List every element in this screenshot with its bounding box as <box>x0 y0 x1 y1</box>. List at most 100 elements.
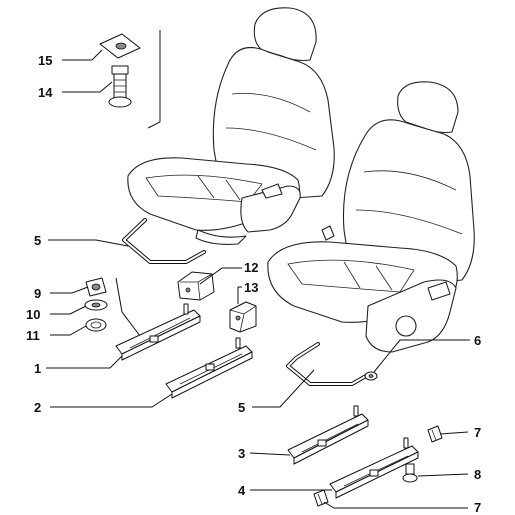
seat-left-seam <box>231 93 311 113</box>
callout-1: 1 <box>34 361 41 376</box>
rail-1 <box>115 303 201 361</box>
part-14-shank <box>113 73 127 101</box>
leader-10 <box>50 305 87 315</box>
leader-5-lower <box>252 369 315 408</box>
leader-9 <box>50 286 89 294</box>
callout-6: 6 <box>474 333 481 348</box>
callout-4: 4 <box>238 483 246 498</box>
rail-3-side <box>293 419 369 465</box>
rail-3 <box>287 405 369 465</box>
callout-7-lower: 7 <box>474 500 481 515</box>
callout-3: 3 <box>238 446 245 461</box>
callout-13: 13 <box>244 280 258 295</box>
leader-6 <box>373 339 470 373</box>
seat-right-belt-buckle <box>321 225 335 241</box>
parts-12-13 <box>177 271 257 333</box>
seat-left-cushion-ribs <box>197 175 241 201</box>
callout-10: 10 <box>26 307 40 322</box>
callout-5-upper: 5 <box>34 233 41 248</box>
part-14-thread <box>114 79 126 93</box>
callout-15: 15 <box>38 53 52 68</box>
rod-5-lower-outline <box>286 342 368 386</box>
leader-14 <box>62 81 113 93</box>
rail-3-top <box>287 413 369 459</box>
rail-4-latch <box>369 469 379 477</box>
seat-left-cushion-panel <box>145 174 263 203</box>
part-11-spring-washer <box>85 318 107 332</box>
rail-4-top <box>329 445 419 493</box>
rail-4-stud <box>403 437 409 449</box>
rail-2-stud <box>235 337 241 349</box>
seat-right <box>267 81 475 353</box>
seat-right-recliner-knob <box>395 315 417 337</box>
leader-13 <box>237 286 242 304</box>
leader-15 <box>62 49 103 61</box>
part-13-edges <box>229 305 257 333</box>
leader-12 <box>199 267 242 285</box>
part-11-hole <box>90 321 102 329</box>
leader-1 <box>46 355 123 369</box>
callout-11: 11 <box>26 328 40 343</box>
rail-3-groove <box>301 423 359 453</box>
part-12-bracket <box>177 271 215 301</box>
rail-1-groove <box>129 317 191 349</box>
leader-2 <box>50 393 173 408</box>
part-8-bolt-shank <box>405 463 415 475</box>
rail-1-top <box>115 309 201 355</box>
part-9-hole <box>91 283 101 291</box>
part-14-head <box>111 65 129 75</box>
callout-7-upper: 7 <box>474 425 481 440</box>
callout-2: 2 <box>34 400 41 415</box>
part-7-cap-lower-slot <box>317 493 323 505</box>
rail-3-stud <box>353 405 359 417</box>
seat-right-seam <box>363 170 457 191</box>
callout-labels: 15 14 5 12 13 9 10 11 1 2 6 5 3 7 4 8 7 <box>26 53 481 515</box>
seat-left-headrest <box>253 7 317 62</box>
rail-2 <box>165 337 253 399</box>
part-6-hole <box>368 374 374 378</box>
rail-2-latch <box>205 363 215 371</box>
bracket-frame-line <box>147 30 161 129</box>
parts-7-8 <box>313 425 443 507</box>
leader-11 <box>50 325 87 336</box>
callout-5-lower: 5 <box>238 400 245 415</box>
seat-right-headrest <box>397 81 459 134</box>
seat-left <box>127 7 335 245</box>
part-12-hole <box>185 287 191 293</box>
leader-3 <box>249 452 291 456</box>
seat-left-recliner-lever <box>261 183 283 199</box>
part-10-hole <box>91 302 101 308</box>
part-7-cap-upper <box>427 425 443 443</box>
rod-5-upper-inner <box>123 219 205 263</box>
seat-left-backrest <box>212 46 335 201</box>
leader-8 <box>417 473 469 477</box>
seat-right-recliner-lever <box>427 281 451 301</box>
part-13-hole <box>235 315 241 321</box>
leader-lines <box>46 49 470 509</box>
seat-right-seam-2 <box>355 209 463 235</box>
part-14-foot <box>108 96 132 108</box>
part-5-upper-rod <box>122 218 206 264</box>
part-12-edges <box>180 273 213 301</box>
rod-5-lower-inner <box>287 343 367 385</box>
callout-8: 8 <box>474 467 481 482</box>
seat-right-cushion-panel <box>287 259 415 293</box>
rail-1-stud <box>183 303 189 315</box>
callout-14: 14 <box>38 85 53 100</box>
rail-1-side <box>121 315 201 361</box>
parts-14-15 <box>99 30 161 129</box>
part-5-lower-rod <box>286 342 368 386</box>
leader-7-lower <box>323 501 468 509</box>
leader-7-upper <box>439 431 469 435</box>
rail-3-latch <box>317 439 327 447</box>
rail-4 <box>329 437 419 499</box>
seat-left-seam-2 <box>225 127 317 151</box>
seat-left-recliner-cover <box>240 185 301 233</box>
parts-9-10-11 <box>84 277 141 337</box>
rail-2-side <box>171 351 253 399</box>
seat-left-front-trim <box>195 229 247 245</box>
seat-right-backrest <box>342 119 475 287</box>
parts-9-11-bracket-line <box>115 277 141 337</box>
